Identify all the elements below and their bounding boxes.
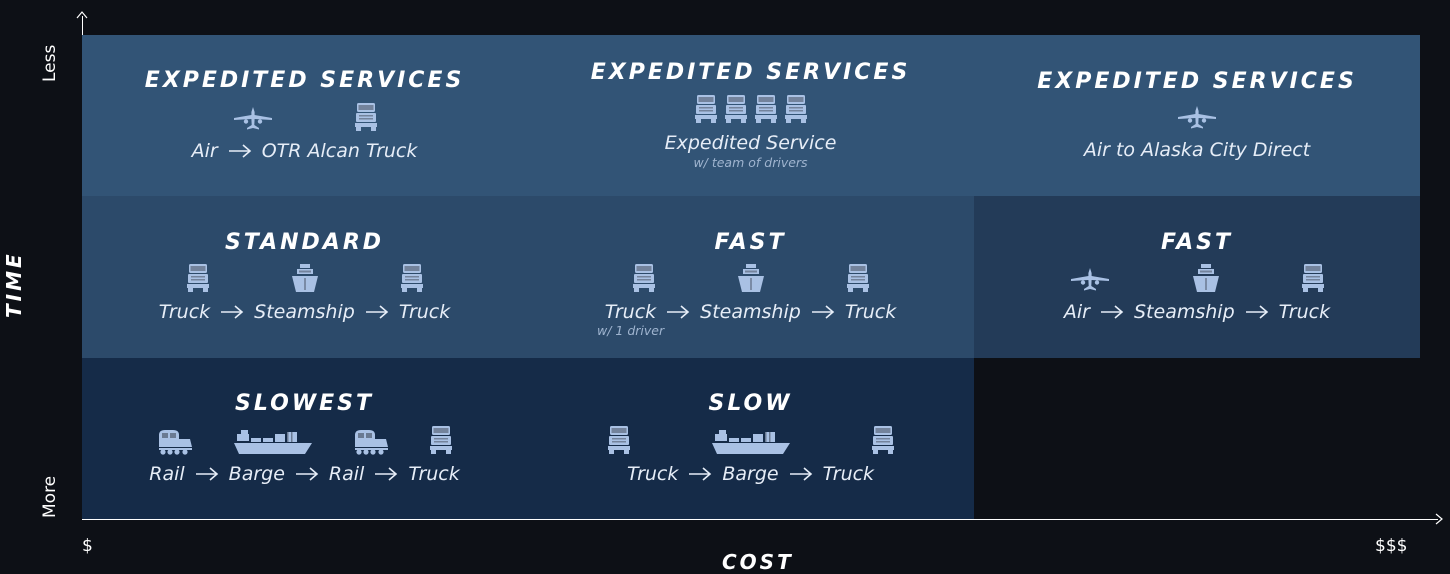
arrow-right-icon — [666, 301, 690, 323]
arrow-right-icon — [195, 463, 219, 485]
route-step: Steamship — [254, 301, 355, 324]
route-step: Barge — [722, 462, 779, 485]
route-step: Rail — [149, 462, 185, 485]
route-step: Truck — [626, 462, 679, 485]
arrow-right-icon — [295, 463, 319, 485]
transport-icon-row — [694, 94, 808, 128]
route-line: Rail Barge Rail Truck — [149, 463, 460, 485]
truck-icon — [871, 425, 895, 459]
transport-icon-row — [607, 425, 895, 459]
cell-slowest: SLOWEST Rail Barge Rail Truck — [82, 358, 527, 519]
route-line: Truck Barge Truck — [627, 463, 874, 485]
transport-icon-row — [186, 263, 424, 297]
truck-icon — [1301, 263, 1325, 297]
truck-icon — [754, 94, 778, 128]
route-step: Air to Alaska City Direct — [1083, 138, 1311, 161]
truck-icon — [632, 263, 656, 297]
transport-icon-row — [232, 102, 378, 136]
cell-title: EXPEDITED SERVICES — [144, 68, 465, 94]
arrow-right-icon — [1100, 301, 1124, 323]
x-axis-line — [82, 519, 1438, 520]
route-step: Truck — [1278, 301, 1331, 324]
route-step: Truck — [844, 301, 897, 324]
plane-icon — [1069, 265, 1111, 297]
arrow-right-icon — [789, 463, 813, 485]
cell-title: SLOWEST — [235, 391, 374, 417]
transport-icon-row — [1176, 103, 1218, 135]
arrow-right-icon — [811, 301, 835, 323]
route-note: w/ team of drivers — [693, 154, 808, 170]
x-axis-left-label: $ — [82, 536, 93, 556]
arrow-right-icon — [688, 463, 712, 485]
y-axis-arrow-icon — [76, 11, 88, 19]
route-line: Expedited Service — [665, 132, 837, 154]
cell-title: SLOW — [708, 391, 793, 417]
route-step: OTR Alcan Truck — [261, 139, 418, 162]
arrow-right-icon — [228, 140, 252, 162]
truck-icon — [607, 425, 631, 459]
y-axis-bottom-label: More — [40, 475, 60, 518]
route-step: Truck — [408, 462, 460, 485]
plane-icon — [232, 104, 274, 136]
ship-icon — [736, 263, 766, 297]
route-note: w/ 1 driver — [597, 323, 665, 338]
truck-icon — [694, 94, 718, 128]
truck-icon — [784, 94, 808, 128]
route-step: Barge — [228, 462, 285, 485]
transport-icon-row — [157, 425, 453, 459]
cell-expedited-air-otr: EXPEDITED SERVICES Air OTR Alcan Truck — [82, 35, 527, 196]
cell-standard: STANDARD Truck Steamship Truck — [82, 196, 527, 358]
truck-icon — [354, 102, 378, 136]
route-line: Air OTR Alcan Truck — [192, 140, 418, 162]
cell-title: EXPEDITED SERVICES — [590, 60, 911, 86]
route-step: Truck — [604, 301, 657, 324]
arrow-right-icon — [365, 301, 389, 323]
ship-icon — [290, 263, 320, 297]
transport-icon-row — [632, 263, 870, 297]
barge-icon — [233, 429, 313, 459]
truck-icon — [846, 263, 870, 297]
truck-icon — [186, 263, 210, 297]
route-step: Expedited Service — [664, 131, 837, 154]
cell-title: FAST — [714, 229, 787, 255]
route-step: Rail — [328, 462, 365, 485]
x-axis-arrow-icon — [1435, 513, 1443, 525]
barge-icon — [711, 429, 791, 459]
truck-icon — [400, 263, 424, 297]
plane-icon — [1176, 103, 1218, 135]
route-step: Air — [191, 139, 218, 162]
truck-icon — [724, 94, 748, 128]
route-step: Steamship — [700, 301, 801, 324]
route-step: Steamship — [1134, 301, 1235, 324]
y-axis-top-label: Less — [40, 44, 60, 82]
transport-icon-row — [1069, 263, 1325, 297]
y-axis-title: TIME — [2, 251, 26, 318]
cell-expedited-air-direct: EXPEDITED SERVICES Air to Alaska City Dir… — [974, 35, 1420, 196]
ship-icon — [1191, 263, 1221, 297]
cell-title: FAST — [1160, 229, 1234, 255]
route-line: Truck Steamship Truck — [605, 301, 897, 323]
cell-fast-air: FAST Air Steamship Truck — [974, 196, 1420, 358]
cell-title: EXPEDITED SERVICES — [1037, 69, 1357, 95]
cell-title: STANDARD — [224, 229, 385, 255]
truck-icon — [429, 425, 453, 459]
arrow-right-icon — [220, 301, 244, 323]
route-line: Air to Alaska City Direct — [1084, 139, 1310, 161]
route-line: Air Steamship Truck — [1064, 301, 1330, 323]
route-step: Truck — [398, 301, 451, 324]
route-step: Truck — [158, 301, 211, 324]
x-axis-right-label: $$$ — [1375, 536, 1408, 556]
x-axis-title: COST — [722, 550, 794, 574]
route-step: Truck — [822, 462, 875, 485]
arrow-right-icon — [374, 463, 398, 485]
arrow-right-icon — [1245, 301, 1269, 323]
train-icon — [353, 429, 389, 459]
route-step: Air — [1063, 301, 1090, 324]
train-icon — [157, 429, 193, 459]
cell-slow: SLOW Truck Barge Truck — [527, 358, 974, 519]
route-line: Truck Steamship Truck — [159, 301, 451, 323]
